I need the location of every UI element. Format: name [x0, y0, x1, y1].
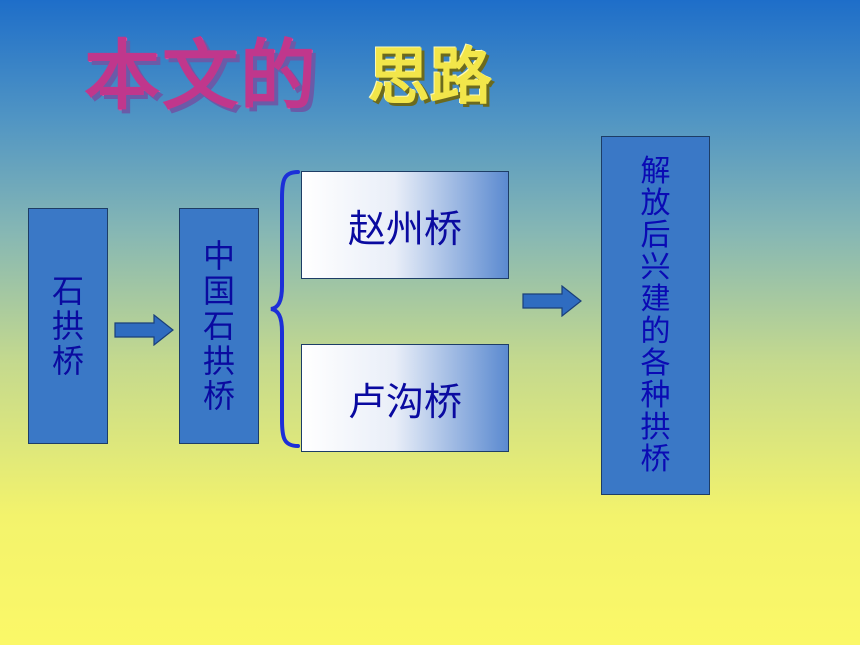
box-char: 拱 [202, 341, 235, 380]
title-part1: 本文的 [84, 31, 318, 120]
box-char: 兴 [640, 249, 671, 285]
box-chinese-stone-arch-bridge: 中 国 石 拱 桥 [179, 208, 259, 444]
curly-brace-icon [270, 170, 300, 448]
box-char: 的 [640, 313, 671, 349]
arrow-right-icon [114, 314, 174, 346]
box-char: 石 [51, 271, 84, 310]
box-char: 拱 [51, 306, 84, 345]
box-char: 国 [202, 271, 235, 310]
box-char: 建 [640, 281, 671, 317]
title-part2: 思路 [368, 40, 493, 113]
box-lugou-bridge: 卢沟桥 [301, 344, 509, 452]
box-zhaozhou-bridge: 赵州桥 [301, 171, 509, 279]
box-char: 石 [202, 306, 235, 345]
box-char: 种 [640, 377, 671, 413]
box-char: 桥 [51, 341, 84, 380]
box-char: 各 [640, 345, 671, 381]
box-char: 解 [640, 153, 671, 189]
box-char: 中 [202, 236, 235, 275]
box-char: 桥 [640, 441, 671, 477]
box-char: 放 [640, 185, 671, 221]
box-stone-arch-bridge: 石 拱 桥 [28, 208, 108, 444]
box-char: 后 [640, 217, 671, 253]
box-char: 桥 [202, 376, 235, 415]
arrow-right-icon [522, 285, 582, 317]
box-char: 拱 [640, 409, 671, 445]
box-post-liberation-arch-bridges: 解 放 后 兴 建 的 各 种 拱 桥 [601, 136, 710, 495]
